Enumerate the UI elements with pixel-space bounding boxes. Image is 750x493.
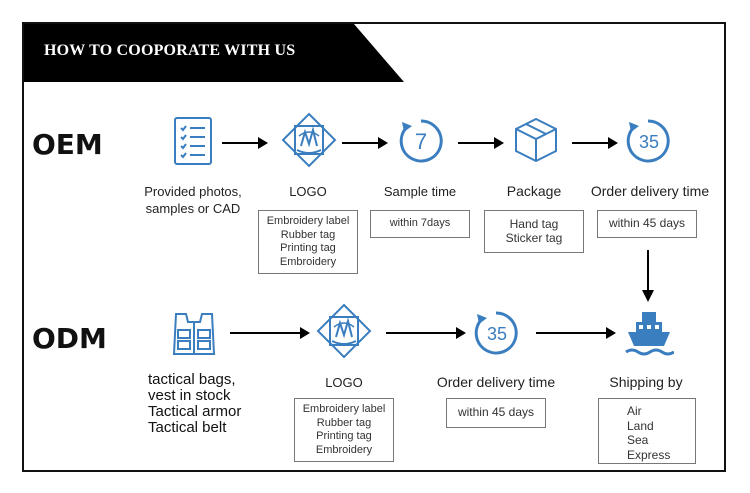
banner-title: HOW TO COOPORATE WITH US: [44, 42, 296, 59]
oem-delivery-details: within 45 days: [597, 210, 697, 238]
odm-step-4-caption: Shipping by: [609, 374, 683, 390]
clock-35-icon: 35: [626, 119, 670, 163]
arrow-right-icon: [222, 137, 268, 149]
arrow-right-icon: [230, 327, 310, 339]
oem-step-4-caption: Package: [506, 183, 562, 199]
arrow-right-icon: [536, 327, 616, 339]
arrow-right-icon: [458, 137, 504, 149]
title-banner: [24, 24, 404, 82]
arrow-down-icon: [642, 250, 654, 302]
odm-delivery-details: within 45 days: [446, 398, 546, 428]
logo-diamond-icon: [281, 112, 337, 168]
clock-35-icon: 35: [474, 311, 518, 355]
oem-sample-details: within 7days: [370, 210, 470, 238]
logo-diamond-icon: [316, 303, 372, 359]
diagram-frame: [22, 22, 726, 472]
oem-step-5-caption: Order delivery time: [590, 183, 710, 199]
oem-label: OEM: [32, 128, 103, 161]
clock-35-text: 35: [487, 324, 507, 344]
clock-35-text: 35: [639, 132, 659, 152]
ship-icon: [625, 312, 674, 356]
arrow-right-icon: [572, 137, 618, 149]
clock-7-icon: 7: [399, 119, 443, 163]
odm-step-3-caption: Order delivery time: [436, 374, 556, 390]
clock-7-text: 7: [415, 129, 427, 154]
arrow-right-icon: [342, 137, 388, 149]
arrow-right-icon: [386, 327, 466, 339]
oem-step-2-caption: LOGO: [289, 184, 327, 199]
oem-step-3-caption: Sample time: [383, 184, 457, 199]
odm-label: ODM: [32, 322, 107, 355]
tactical-vest-icon: [172, 313, 216, 355]
odm-step-2-caption: LOGO: [325, 375, 363, 390]
oem-step-1-caption: Provided photos,samples or CAD: [144, 184, 242, 216]
document-checklist-icon: [174, 117, 212, 165]
box-package-icon: [515, 117, 557, 163]
